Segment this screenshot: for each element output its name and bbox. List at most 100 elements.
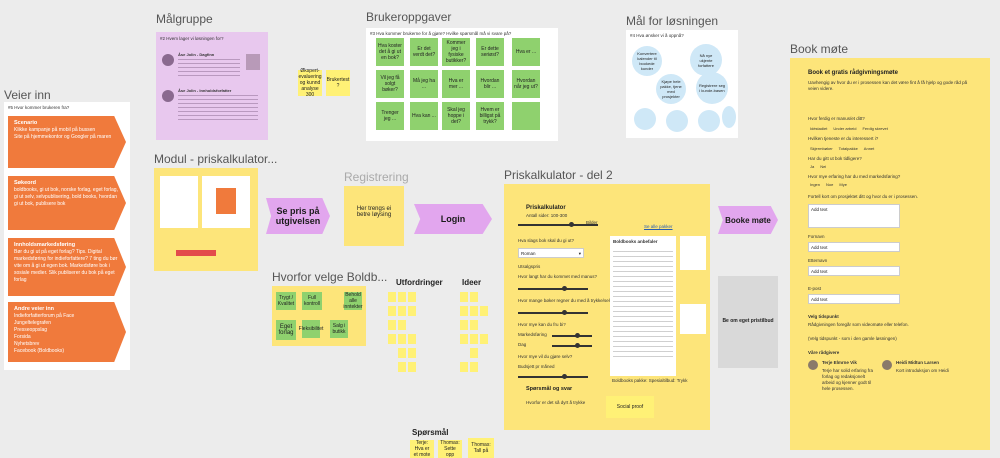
sticky-note[interactable]: Behold alle inntekter	[343, 292, 363, 310]
radio-group[interactable]: Idéstadiet Under arbeid Ferdig skrevet	[810, 126, 888, 131]
sticky-note[interactable]: Thomas: Tall på	[468, 438, 494, 458]
sticky-note[interactable]: Skal jeg hoppe i det?	[442, 102, 470, 130]
small-sticky-note[interactable]	[408, 292, 416, 302]
sticky-note[interactable]: Full kontroll	[302, 292, 322, 310]
small-sticky-note[interactable]	[398, 292, 406, 302]
flow-arrow-login[interactable]: Login	[414, 204, 492, 234]
radio-option[interactable]: Nei	[820, 164, 827, 169]
radio-option[interactable]: Ingen	[810, 182, 821, 187]
small-sticky-note[interactable]	[408, 348, 416, 358]
small-sticky-note[interactable]	[388, 292, 396, 302]
slider[interactable]	[552, 343, 592, 348]
mal-frame[interactable]: #4 Hva ønsker vi å oppnå? Konvertere kal…	[626, 30, 738, 138]
radio-option[interactable]: Annet	[863, 146, 875, 151]
radio-option[interactable]: Totalpakke	[838, 146, 858, 151]
slider[interactable]	[552, 333, 592, 338]
velg-link[interactable]: (Velg tidspunkt - som i den gamle løsnin…	[808, 336, 897, 341]
sticky-note[interactable]: Er dette seriøst?	[476, 38, 504, 66]
sticky-note[interactable]: Vil jeg få solgt bøker?	[376, 70, 404, 98]
radio-option[interactable]: Noe	[826, 182, 834, 187]
sticky-note[interactable]: Hvordan når jeg ut?	[512, 70, 540, 98]
small-sticky-note[interactable]	[388, 320, 396, 330]
small-sticky-note[interactable]	[460, 292, 468, 302]
sticky-note[interactable]: Er det verdt det?	[410, 38, 438, 66]
social-proof-sticky[interactable]: Social proof	[606, 396, 654, 418]
small-sticky-note[interactable]	[470, 292, 478, 302]
sticky-note[interactable]: Trygt / Kvalitet	[276, 292, 296, 310]
sticky-note[interactable]: Hva er mer ...	[442, 70, 470, 98]
small-sticky-note[interactable]	[480, 334, 488, 344]
small-sticky-note[interactable]	[460, 320, 468, 330]
radio-group[interactable]: Skjermbøker Totalpakke Annet	[810, 146, 874, 151]
small-sticky-note[interactable]	[480, 306, 488, 316]
sticky-note[interactable]: Eget forlag	[276, 320, 296, 340]
kalk-pakke-link[interactable]: Se alle pakker	[644, 224, 673, 229]
small-sticky-note[interactable]	[398, 348, 406, 358]
sticky-note[interactable]: Hva kan ...	[410, 102, 438, 130]
slider[interactable]	[518, 222, 598, 227]
small-sticky-note[interactable]	[470, 362, 478, 372]
sticky-note[interactable]: Hvem er billigst på trykk?	[476, 102, 504, 130]
small-sticky-note[interactable]	[460, 306, 468, 316]
small-sticky-note[interactable]	[398, 362, 406, 372]
sticky-note[interactable]: Brukertest ?	[326, 70, 350, 96]
sticky-note[interactable]: Hvordan blir ...	[476, 70, 504, 98]
small-sticky-note[interactable]	[460, 362, 468, 372]
small-sticky-note[interactable]	[460, 334, 468, 344]
sticky-note[interactable]: Hva er ...	[512, 38, 540, 66]
radio-group[interactable]: Ingen Noe Mye	[810, 182, 847, 187]
registrering-frame[interactable]: Her trengs ei betre løysing	[344, 186, 404, 246]
book-frame[interactable]: Book et gratis rådgivningsmøte Uavhengig…	[790, 58, 990, 450]
small-sticky-note[interactable]	[470, 348, 478, 358]
radio-option[interactable]: Skjermbøker	[810, 146, 833, 151]
radio-group[interactable]: Ja Nei	[810, 164, 826, 169]
sticky-note[interactable]: Hva koster det å gi ut en bok?	[376, 38, 404, 66]
small-sticky-note[interactable]	[408, 362, 416, 372]
radio-option[interactable]: Ja	[810, 164, 815, 169]
small-sticky-note[interactable]	[398, 320, 406, 330]
avatar	[882, 360, 892, 370]
sticky-note[interactable]: Trenger jeg ...	[376, 102, 404, 130]
fornavn-field[interactable]: Add text	[808, 242, 900, 252]
small-sticky-note[interactable]	[388, 306, 396, 316]
sticky-note[interactable]: Salg i butikk	[330, 320, 348, 338]
radio-option[interactable]: Idéstadiet	[810, 126, 828, 131]
small-sticky-note[interactable]	[388, 334, 396, 344]
flow-arrow-pris[interactable]: Se pris på utgivelsen	[266, 198, 330, 234]
small-sticky-note[interactable]	[470, 306, 478, 316]
pristilbud-frame[interactable]: Be om eget pristilbud	[718, 276, 778, 368]
slider[interactable]	[518, 310, 588, 315]
small-sticky-note[interactable]	[398, 334, 406, 344]
sticky-note[interactable]: Kommer jeg i fysiske butikker?	[442, 38, 470, 66]
radio-option[interactable]: Mye	[839, 182, 847, 187]
flow-arrow-booke[interactable]: Booke møte	[718, 206, 778, 234]
small-sticky-note[interactable]	[408, 306, 416, 316]
modul-frame[interactable]	[154, 168, 258, 271]
epost-field[interactable]: Add text	[808, 294, 900, 304]
sticky-note[interactable]: Fleksibilitet	[299, 320, 323, 338]
sticky-note[interactable]	[512, 102, 540, 130]
small-sticky-note[interactable]	[470, 334, 478, 344]
sticky-note[interactable]: Thomas: Sette opp	[438, 440, 462, 458]
malgruppe-frame[interactable]: #2 Hvem lager vi løsningen for? Åse Joli…	[156, 32, 268, 140]
priskalk2-frame[interactable]: Priskalkulator Antall sider: 100-300 Bil…	[504, 184, 710, 430]
radio-option[interactable]: Under arbeid	[833, 126, 857, 131]
sticky-note[interactable]: Må jeg ha ...	[410, 70, 438, 98]
radio-option[interactable]: Ferdig skrevet	[862, 126, 888, 131]
kalk-select[interactable]: Roman▾	[518, 248, 584, 258]
small-sticky-note[interactable]	[470, 320, 478, 330]
etternavn-field[interactable]: Add text	[808, 266, 900, 276]
small-sticky-note[interactable]	[408, 334, 416, 344]
small-sticky-note[interactable]	[398, 306, 406, 316]
slider[interactable]	[518, 286, 588, 291]
prosjekt-textarea[interactable]: Add text	[808, 204, 900, 228]
slider[interactable]	[518, 374, 588, 379]
kalk-pakker: Boldbooks pakke: Spesialtilbud: Trykk	[612, 378, 688, 383]
sticky-note[interactable]: Økspert-evaluering og kunnd analyse 300	[298, 68, 322, 98]
sticky-note[interactable]: Terje: Hva er et mote	[410, 440, 434, 458]
kalk-q3: Hvor mange bøker regner du med å trykke/…	[518, 298, 618, 303]
